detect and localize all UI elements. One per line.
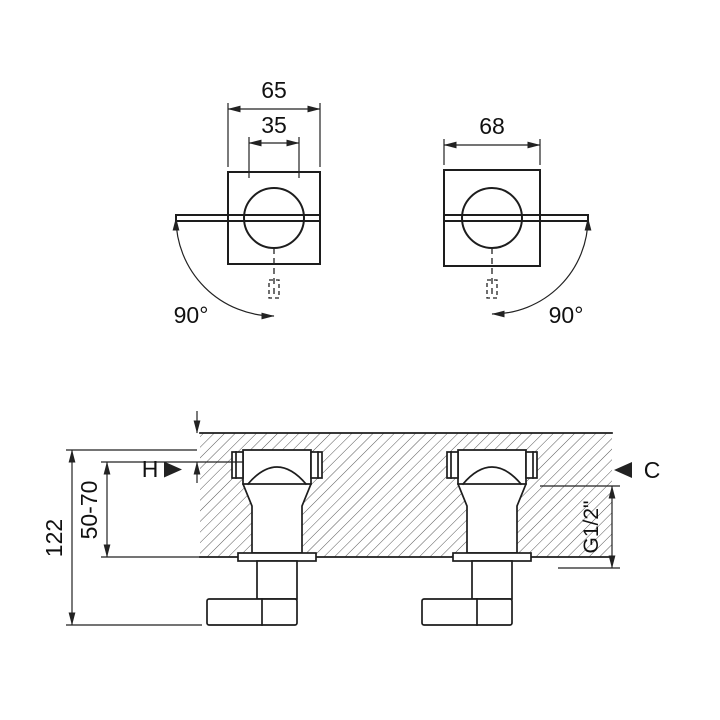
right-valve-right-port bbox=[525, 451, 538, 479]
left-handle-lever bbox=[206, 598, 298, 626]
dim-50-70-label: 50-70 bbox=[76, 481, 102, 540]
dim-68-label: 68 bbox=[479, 113, 505, 139]
front-view-right-valve: 90° 68 bbox=[443, 113, 592, 328]
right-trim-cylinder bbox=[471, 560, 513, 600]
right-valve-left-port bbox=[446, 451, 459, 479]
section-right-valve bbox=[421, 449, 538, 626]
dim-122-label: 122 bbox=[41, 519, 67, 557]
c-pointer-icon bbox=[614, 462, 632, 478]
dim-65-label: 65 bbox=[261, 77, 287, 103]
right-rotation-arc bbox=[491, 217, 592, 318]
left-rotation-arc bbox=[172, 217, 275, 320]
dim-35-label: 35 bbox=[261, 112, 287, 138]
right-valve-body bbox=[457, 449, 527, 554]
g12-thread-label: G1/2" bbox=[580, 501, 603, 554]
front-view-left-valve: 90° 65 35 bbox=[172, 77, 321, 328]
left-trim-cylinder bbox=[256, 560, 298, 600]
right-valve-dome bbox=[461, 466, 523, 486]
left-valve-circle bbox=[243, 187, 305, 249]
right-handle-lever bbox=[421, 598, 513, 626]
left-valve-right-port bbox=[310, 451, 323, 479]
left-valve-body bbox=[242, 449, 312, 554]
left-valve-left-port bbox=[231, 451, 244, 479]
c-label: C bbox=[644, 457, 661, 483]
left-valve-dome bbox=[246, 466, 308, 486]
h-label: H bbox=[142, 456, 159, 482]
left-wall-plate bbox=[237, 552, 317, 562]
left-rotation-label: 90° bbox=[174, 302, 209, 328]
right-wall-plate bbox=[452, 552, 532, 562]
section-view: 122 50-70 H C G1/2" bbox=[41, 411, 661, 626]
section-left-valve bbox=[206, 449, 323, 626]
h-pointer-icon bbox=[164, 461, 182, 478]
right-rotation-label: 90° bbox=[549, 302, 584, 328]
right-valve-circle bbox=[461, 187, 523, 249]
